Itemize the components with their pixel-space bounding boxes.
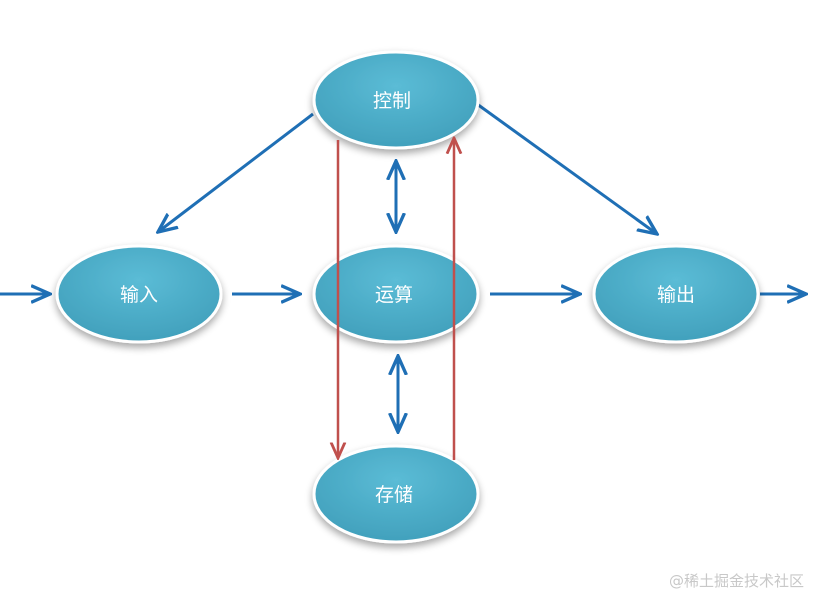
- node-input-label: 输入: [120, 284, 158, 306]
- control-signal-arrows: [338, 138, 454, 460]
- node-output: 输出: [592, 244, 760, 344]
- node-control-label: 控制: [373, 90, 411, 112]
- node-output-label: 输出: [657, 284, 695, 306]
- node-storage: 存储: [312, 444, 480, 544]
- node-input: 输入: [55, 244, 223, 344]
- node-compute: 运算: [312, 244, 480, 344]
- flow-arrows: [0, 102, 806, 432]
- arrow-control-to-input: [158, 112, 314, 232]
- watermark-text: @稀土掘金技术社区: [668, 572, 804, 590]
- node-control: 控制: [312, 50, 480, 150]
- node-compute-label: 运算: [375, 284, 413, 306]
- arrow-control-to-output: [476, 102, 657, 234]
- node-storage-label: 存储: [375, 484, 413, 506]
